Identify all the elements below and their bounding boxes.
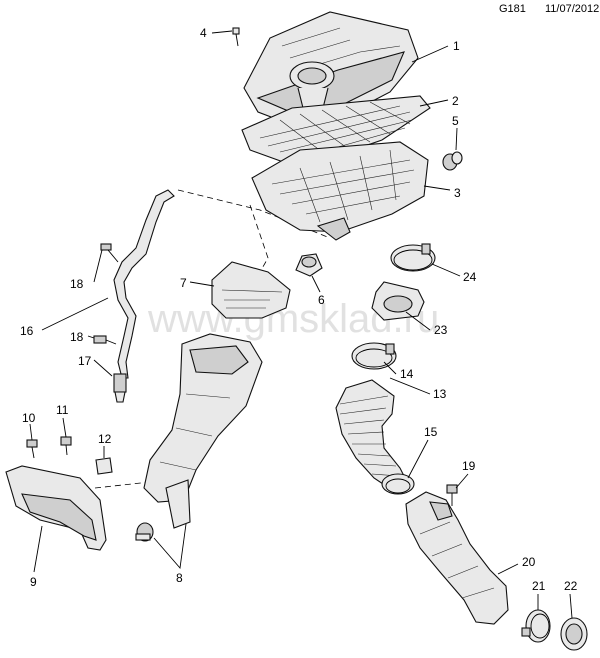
callout-12: 12 [98,432,112,446]
callout-8: 8 [176,571,183,585]
callout-24: 24 [463,270,477,284]
clip-12 [95,457,113,475]
leader-3 [423,185,451,191]
seal-22 [560,617,588,651]
leader-11 [62,417,67,438]
diagram-date: 11/07/2012 [545,3,600,15]
leader-17 [93,359,113,377]
leader-15 [407,439,429,479]
leader-19 [455,473,469,489]
leader-23 [405,311,431,331]
grommet-6 [295,253,323,277]
leader-6 [311,275,321,293]
intake-resonator-7 [211,261,291,319]
callout-20: 20 [522,555,536,569]
hose-clamp-21 [521,609,551,643]
leader-5 [455,127,458,151]
callout-1: 1 [453,39,460,53]
vent-hose-assembly [113,189,175,403]
callout-10: 10 [22,411,36,425]
callout-18-upper: 18 [70,277,84,291]
leader-20 [497,563,519,575]
lower-duct-9 [5,465,107,551]
mass-air-flow-sensor-23 [371,281,425,321]
callout-19: 19 [462,459,476,473]
hose-clamp-15 [381,473,415,495]
callout-13: 13 [433,387,447,401]
intake-hose-13 [335,379,407,491]
leader-24 [431,263,461,277]
hose-clamp-14 [351,342,397,370]
screw [232,27,240,47]
leader-1 [411,45,449,63]
hose-clip-upper [100,243,119,263]
callout-7: 7 [180,276,187,290]
intake-duct-8 [143,333,263,529]
callout-11: 11 [56,403,69,417]
leader-7 [189,281,215,287]
assembly-line-duct [249,204,269,273]
callout-21: 21 [532,579,546,593]
leader-9 [33,525,43,573]
callout-6: 6 [318,293,325,307]
callout-18-lower: 18 [70,330,84,344]
bolt-10 [26,439,38,459]
callout-14: 14 [400,367,414,381]
air-filter-element [241,95,431,169]
callout-22: 22 [564,579,578,593]
callout-9: 9 [30,575,37,589]
leader-4 [211,30,233,34]
intake-tube-20 [405,491,509,625]
leader-13 [389,377,431,395]
grommet-5 [442,151,463,171]
leader-18-lower [87,335,95,339]
bolt-11 [60,436,72,456]
leader-10 [29,423,33,441]
hose-clamp-24 [390,243,436,272]
callout-16: 16 [20,324,34,338]
leader-22 [569,593,573,619]
pin-8 [135,522,154,542]
air-cleaner-housing [251,141,429,241]
callout-3: 3 [454,186,461,200]
callout-23: 23 [434,323,448,337]
callout-15: 15 [424,425,438,439]
callout-4: 4 [200,26,207,40]
leader-2 [419,99,449,107]
diagram-code: G181 [499,3,526,15]
leader-16 [41,297,109,331]
callout-2: 2 [452,94,459,108]
assembly-line-bracket [94,481,151,489]
leader-8 [153,523,187,570]
callout-5: 5 [452,114,459,128]
screw-19 [446,484,458,506]
leader-14 [383,361,397,375]
hose-clip-lower [93,335,117,345]
leader-18-upper [93,249,103,283]
callout-17: 17 [78,354,92,368]
